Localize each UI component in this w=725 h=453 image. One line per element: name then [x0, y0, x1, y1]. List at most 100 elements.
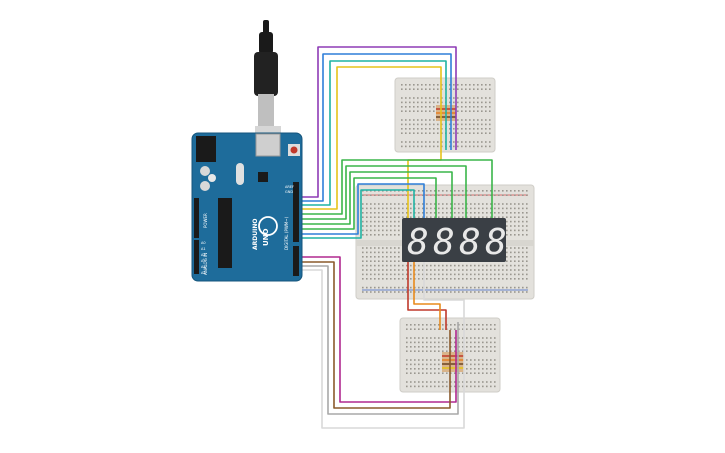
- breadboard-hole: [417, 106, 419, 108]
- breadboard-hole: [382, 273, 384, 276]
- breadboard-hole: [442, 350, 444, 352]
- breadboard-hole: [374, 234, 376, 236]
- breadboard-hole: [433, 106, 435, 108]
- breadboard-hole: [402, 269, 404, 271]
- breadboard-hole: [409, 119, 411, 121]
- breadboard-hole: [490, 264, 492, 267]
- breadboard-hole: [429, 97, 431, 99]
- breadboard-hole: [438, 372, 440, 374]
- breadboard-hole: [450, 264, 452, 267]
- breadboard-hole: [438, 346, 440, 348]
- microcontroller-chip: [218, 198, 232, 268]
- breadboard-hole: [437, 132, 439, 134]
- breadboard-hole: [477, 128, 479, 130]
- breadboard-hole: [430, 203, 432, 205]
- breadboard-hole: [414, 368, 416, 370]
- breadboard-hole: [478, 372, 480, 374]
- breadboard-hole: [405, 97, 407, 99]
- breadboard-hole: [382, 207, 384, 210]
- breadboard-hole: [386, 220, 388, 223]
- breadboard-hole: [422, 372, 424, 374]
- breadboard-hole: [474, 328, 476, 330]
- breadboard-hole: [413, 97, 415, 99]
- breadboard-hole: [426, 346, 428, 348]
- breadboard-hole: [470, 346, 472, 348]
- breadboard-hole: [526, 225, 528, 227]
- breadboard-hole: [422, 273, 424, 276]
- breadboard-hole: [469, 119, 471, 121]
- breadboard-hole: [473, 128, 475, 130]
- breadboard-hole: [398, 229, 400, 232]
- breadboard-hole: [437, 88, 439, 90]
- breadboard-hole: [406, 207, 408, 210]
- breadboard-hole: [510, 260, 512, 262]
- breadboard-hole: [429, 141, 431, 143]
- breadboard-hole: [382, 220, 384, 223]
- breadboard-hole: [442, 385, 444, 388]
- breadboard-hole: [494, 324, 496, 326]
- wire-green-1: [300, 159, 493, 218]
- breadboard-hole: [366, 273, 368, 276]
- breadboard-hole: [446, 194, 448, 196]
- breadboard-hole: [506, 190, 508, 192]
- breadboard-hole: [494, 269, 496, 271]
- breadboard-hole: [470, 337, 472, 339]
- breadboard-hole: [418, 328, 420, 330]
- breadboard-hole: [481, 101, 483, 104]
- breadboard-hole: [481, 97, 483, 99]
- breadboard-hole: [430, 372, 432, 374]
- power-header-label: POWER: [203, 213, 208, 228]
- breadboard-hole: [426, 359, 428, 361]
- breadboard-hole: [409, 110, 411, 112]
- breadboard-hole: [510, 212, 512, 214]
- breadboard-hole: [366, 194, 368, 196]
- breadboard-hole: [473, 106, 475, 108]
- breadboard-hole: [518, 269, 520, 271]
- breadboard-hole: [406, 212, 408, 214]
- breadboard-hole: [405, 101, 407, 104]
- breadboard-hole: [442, 372, 444, 374]
- breadboard-hole: [426, 385, 428, 388]
- breadboard-hole: [454, 372, 456, 374]
- breadboard-hole: [450, 269, 452, 271]
- breadboard-hole: [374, 269, 376, 271]
- breadboard-hole: [394, 278, 396, 280]
- breadboard-hole: [386, 256, 388, 258]
- breadboard-hole: [453, 132, 455, 134]
- display-digit-1: 8: [407, 222, 429, 263]
- breadboard-hole: [465, 101, 467, 104]
- breadboard-hole: [410, 337, 412, 339]
- breadboard-hole: [446, 337, 448, 339]
- breadboard-hole: [526, 247, 528, 249]
- breadboard-hole: [430, 385, 432, 388]
- breadboard-hole: [362, 247, 364, 249]
- breadboard-hole: [450, 207, 452, 210]
- breadboard-hole: [474, 278, 476, 280]
- breadboard-hole: [413, 101, 415, 104]
- breadboard-hole: [378, 220, 380, 223]
- breadboard-hole: [462, 212, 464, 214]
- breadboard-hole: [474, 372, 476, 374]
- breadboard-hole: [482, 363, 484, 366]
- breadboard-hole: [410, 372, 412, 374]
- breadboard-hole: [438, 273, 440, 276]
- breadboard-hole: [466, 337, 468, 339]
- breadboard-hole: [438, 269, 440, 271]
- breadboard-hole: [430, 286, 432, 289]
- breadboard-hole: [514, 212, 516, 214]
- breadboard-hole: [433, 119, 435, 121]
- breadboard-hole: [506, 216, 508, 218]
- breadboard-hole: [418, 324, 420, 326]
- breadboard-hole: [394, 225, 396, 227]
- breadboard-hole: [374, 220, 376, 223]
- breadboard-hole: [401, 145, 403, 148]
- breadboard-hole: [429, 123, 431, 126]
- breadboard-hole: [477, 141, 479, 143]
- breadboard-hole: [470, 363, 472, 366]
- breadboard-hole: [414, 363, 416, 366]
- breadboard-hole: [426, 337, 428, 339]
- breadboard-hole: [417, 145, 419, 148]
- breadboard-hole: [474, 216, 476, 218]
- breadboard-hole: [438, 363, 440, 366]
- breadboard-hole: [409, 141, 411, 143]
